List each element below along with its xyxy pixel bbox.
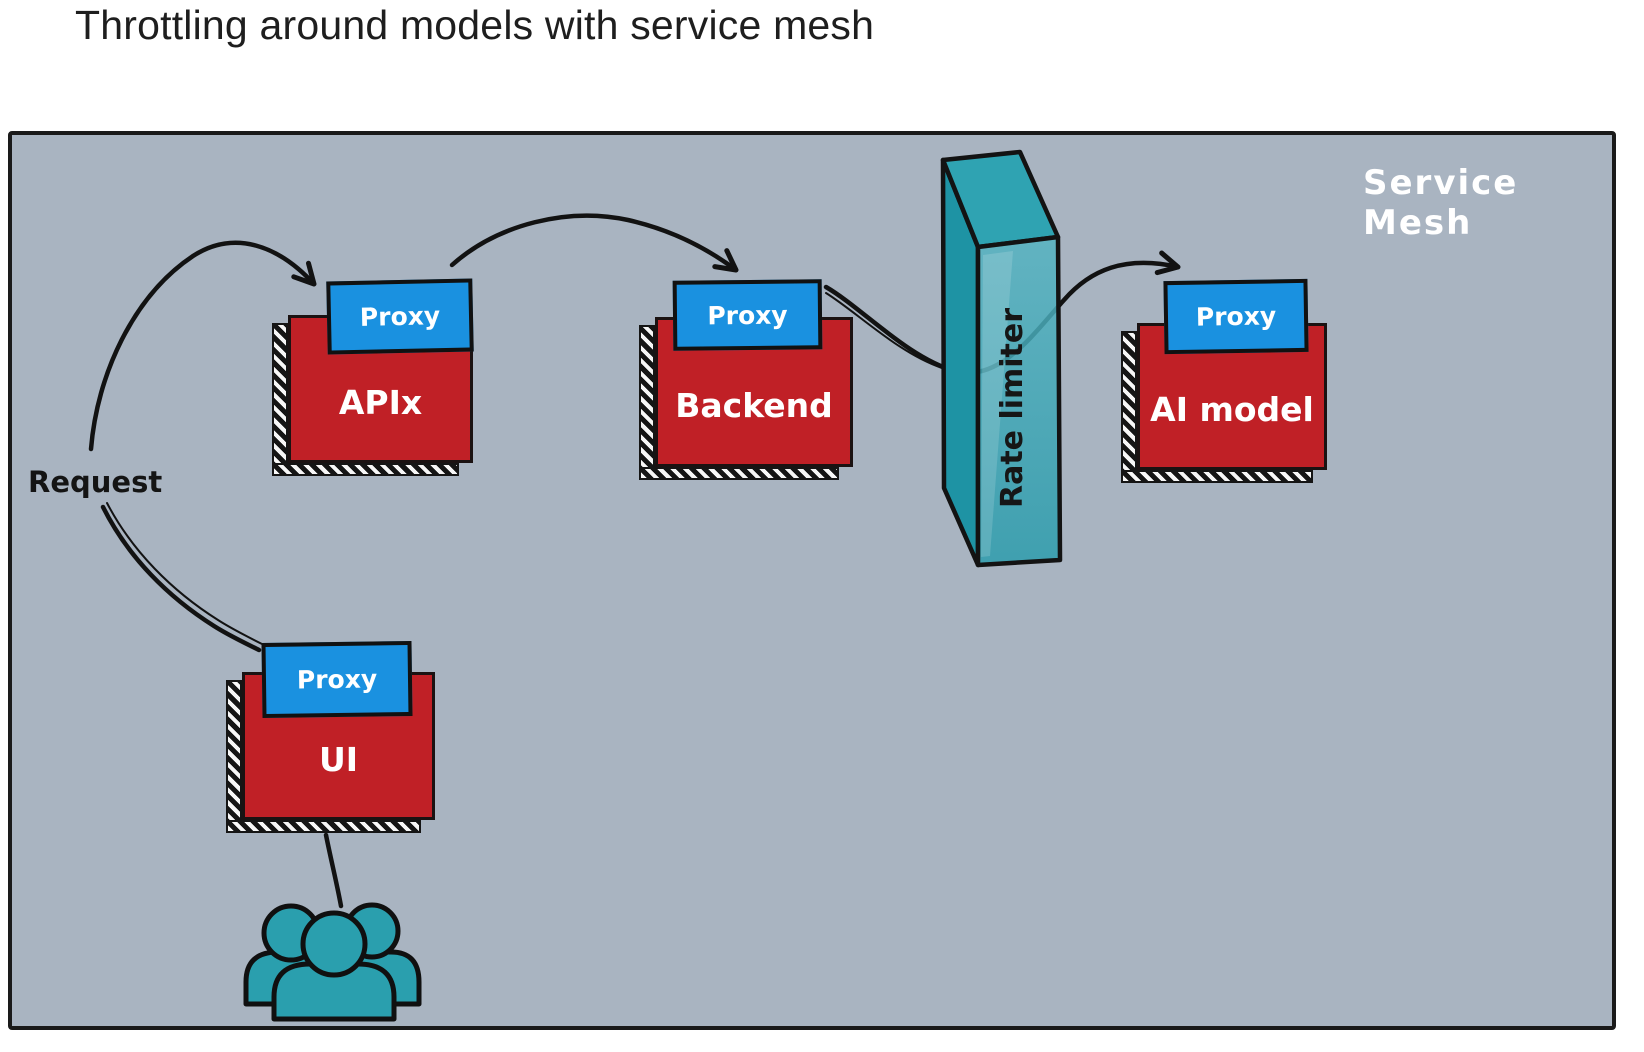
service-mesh-boundary: [8, 131, 1616, 1030]
service-name: APIx: [338, 382, 423, 422]
service-node-ai-model: AI model Proxy: [1121, 278, 1327, 483]
page-title: Throttling around models with service me…: [75, 2, 875, 48]
proxy-label: Proxy: [296, 664, 378, 695]
shadow-hatch-bottom: [1121, 470, 1313, 483]
shadow-hatch-bottom: [639, 467, 839, 480]
shadow-hatch-bottom: [272, 463, 459, 476]
proxy-tab: Proxy: [326, 278, 474, 355]
request-label: Request: [28, 465, 163, 499]
shadow-hatch-left: [226, 680, 242, 833]
shadow-hatch-left: [1121, 331, 1137, 483]
proxy-label: Proxy: [1195, 301, 1277, 332]
proxy-tab: Proxy: [261, 640, 413, 719]
proxy-label: Proxy: [707, 300, 788, 330]
proxy-label: Proxy: [359, 301, 441, 332]
proxy-tab: Proxy: [672, 279, 823, 351]
service-node-apix: APIx Proxy: [272, 278, 474, 476]
shadow-hatch-bottom: [226, 820, 421, 833]
service-mesh-label: Service Mesh: [1363, 163, 1519, 243]
service-node-ui: UI Proxy: [226, 640, 435, 833]
shadow-hatch-left: [272, 323, 288, 476]
service-name: Backend: [675, 385, 833, 425]
service-name: AI model: [1150, 390, 1314, 429]
service-name: UI: [318, 739, 359, 779]
proxy-tab: Proxy: [1163, 278, 1309, 355]
service-node-backend: Backend Proxy: [639, 279, 853, 480]
shadow-hatch-left: [639, 325, 655, 480]
